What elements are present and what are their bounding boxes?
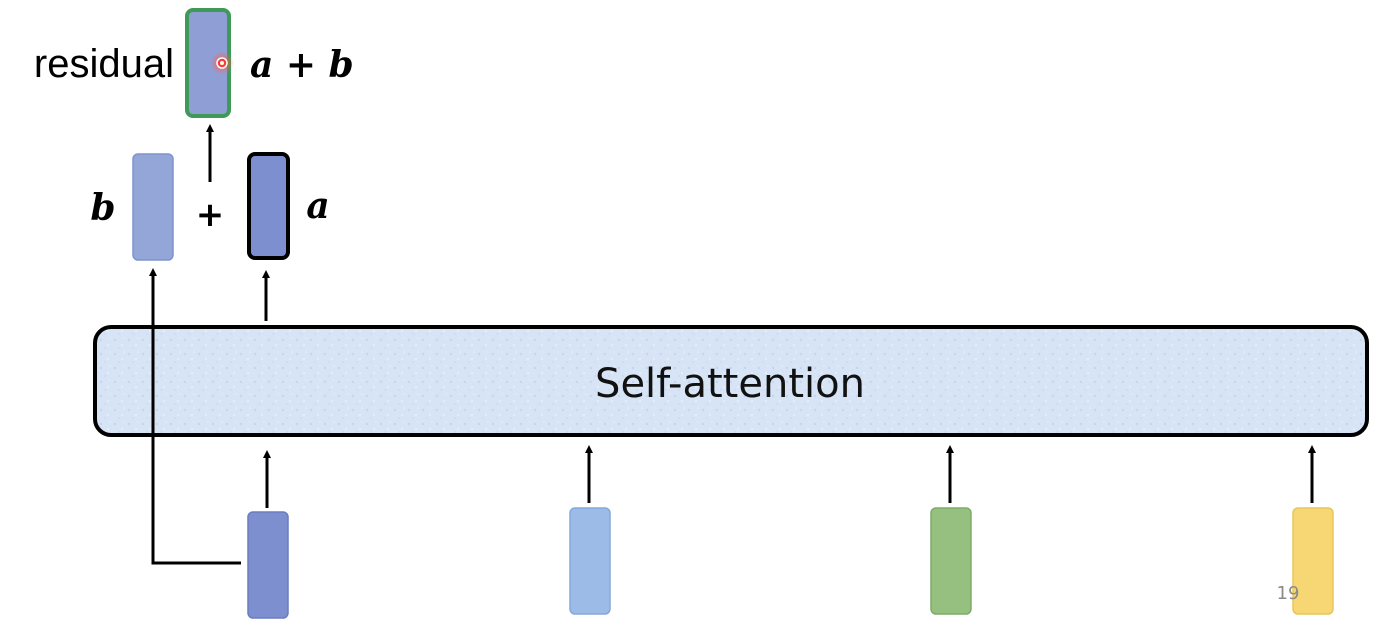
input-vector-1 xyxy=(247,511,289,619)
input-vector-2 xyxy=(569,507,611,615)
vector-a xyxy=(247,152,290,260)
pointer-dot xyxy=(210,51,234,75)
residual-label: residual xyxy=(34,42,174,86)
plus-sign: + xyxy=(196,195,225,235)
vector-b-label: b xyxy=(90,187,115,229)
input-vectors xyxy=(247,507,1334,619)
self-attention-label: Self-attention xyxy=(595,361,865,407)
vector-b xyxy=(132,153,174,261)
residual-skip-path xyxy=(149,268,241,565)
self-attention-block: Self-attention xyxy=(93,325,1369,437)
input-vector-4 xyxy=(1292,507,1334,615)
page-number: 19 xyxy=(1277,583,1300,604)
sum-label: 𝒂 + 𝒃 xyxy=(250,44,354,86)
input-arrows xyxy=(263,445,1316,508)
input-vector-3 xyxy=(930,507,972,615)
vector-a-label: a xyxy=(306,185,329,227)
